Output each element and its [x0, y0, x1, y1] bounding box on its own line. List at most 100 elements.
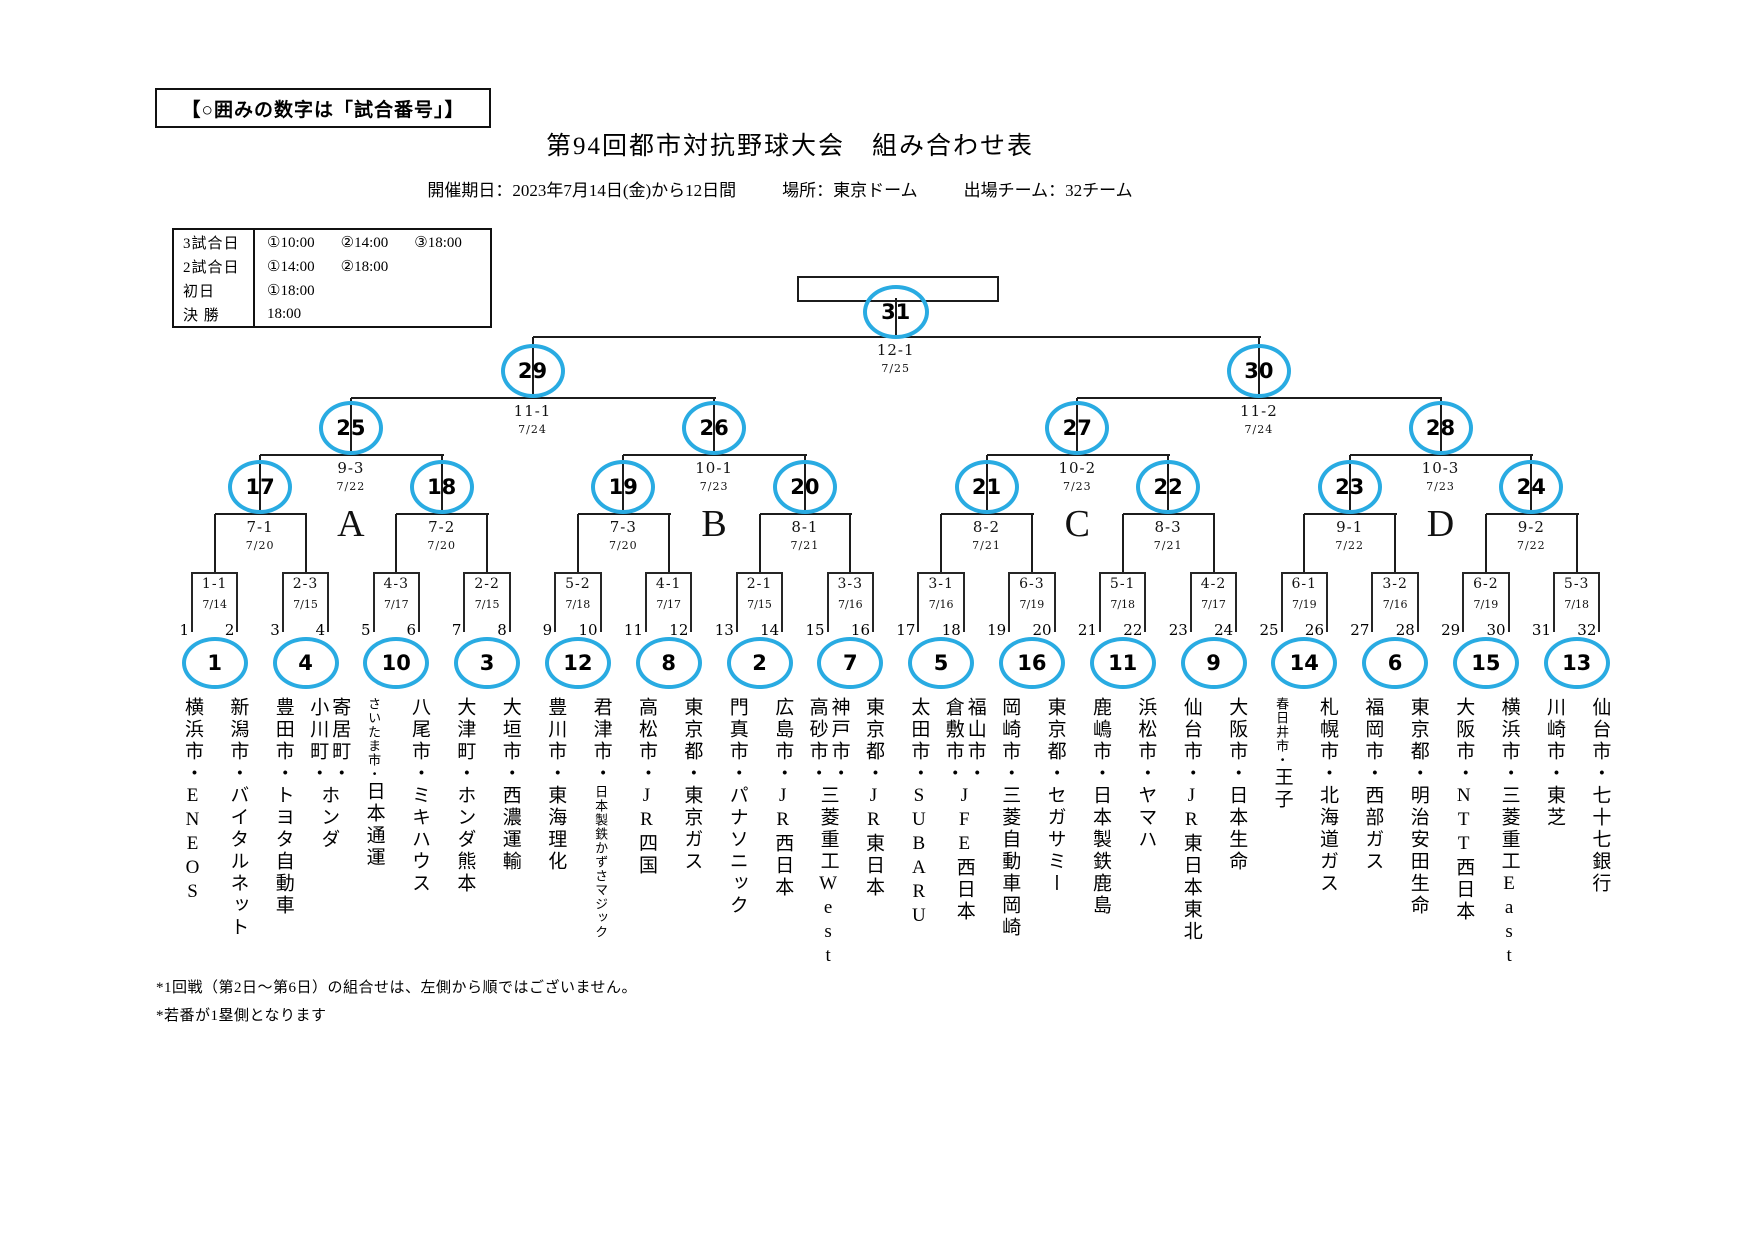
- team-company-name: 三菱自動車岡崎: [999, 785, 1021, 939]
- team-column-21: 鹿嶋市・日本製鉄鹿島: [1077, 697, 1123, 917]
- game-circle-14: 14: [1271, 637, 1338, 689]
- game-circle-13: 13: [1543, 637, 1610, 689]
- round1-slot-label: 2-3: [292, 576, 319, 592]
- team-number-28: 28: [1395, 621, 1415, 639]
- team-city: 仙台市・: [1180, 697, 1202, 785]
- team-city-name: 東京都・: [1407, 697, 1429, 785]
- team-city-name: 寄居町・: [329, 697, 351, 785]
- round1-slot-label: 1-1: [201, 576, 228, 592]
- team-city: 大阪市・: [1452, 697, 1474, 785]
- team-column-28: 東京都・明治安田生命: [1395, 697, 1441, 917]
- team-company-name: ホンダ熊本: [454, 785, 476, 895]
- round1-date-label: 7/16: [928, 598, 954, 611]
- quarterfinal-date-label: 7/23: [1062, 480, 1092, 493]
- team-company-name: 王子: [1271, 767, 1293, 811]
- schedule-row-times: 18:00: [253, 302, 490, 326]
- team-column-24: 大阪市・日本生命: [1213, 697, 1259, 873]
- footnote-firstbase-note: *若番が1塁側となります: [156, 1008, 327, 1024]
- schedule-row-label: 初日: [183, 283, 216, 300]
- team-column-23: 仙台市・JR東日本東北: [1168, 697, 1214, 943]
- pair-box: [1371, 572, 1419, 632]
- team-column-2: 新潟市・バイタルネット: [214, 697, 260, 939]
- game-circle-10: 10: [363, 637, 430, 689]
- team-city-name: 新潟市・: [227, 697, 249, 785]
- team-city-name: 岡崎市・: [999, 697, 1021, 785]
- team-city-name: 豊田市・: [272, 697, 294, 785]
- round1-slot-label: 6-3: [1019, 576, 1045, 592]
- team-city-name: 高松市・: [636, 697, 657, 785]
- team-column-29: 大阪市・NTT西日本: [1440, 697, 1486, 923]
- team-column-13: 門真市・パナソニック: [714, 697, 760, 917]
- round1-slot-label: 4-2: [1200, 576, 1227, 592]
- team-company-name: 北海道ガス: [1317, 785, 1338, 895]
- round2-slot-label: 7-3: [609, 518, 637, 536]
- schedule-row-label: 2試合日: [183, 259, 240, 276]
- game-circle-23: 23: [1317, 460, 1382, 514]
- round2-slot-label: 7-1: [246, 518, 274, 536]
- bracket-line: [214, 513, 308, 515]
- team-city: 横浜市・: [1498, 697, 1520, 785]
- game-circle-9: 9: [1180, 637, 1247, 689]
- schedule-row-label: 決 勝: [183, 307, 220, 324]
- team-number-27: 27: [1350, 621, 1370, 639]
- team-column-20: 東京都・セガサミー: [1032, 697, 1078, 895]
- team-company-name: JR西日本: [772, 785, 794, 899]
- round1-date-label: 7/14: [202, 598, 228, 611]
- team-city: 大津町・: [453, 697, 475, 785]
- pair-box: [645, 572, 693, 632]
- team-city: 福山市・倉敷市・: [942, 697, 986, 785]
- schedule-time: ②18:00: [340, 258, 389, 275]
- bracket-line: [986, 454, 1171, 456]
- team-column-26: 札幌市・北海道ガス: [1304, 697, 1350, 895]
- round1-date-label: 7/15: [293, 598, 318, 611]
- round1-slot-label: 5-3: [1563, 576, 1590, 592]
- final-slot-label: 12-1: [876, 341, 915, 359]
- team-city: 浜松市・: [1134, 697, 1156, 785]
- semifinal-slot-label: 11-2: [1240, 402, 1278, 420]
- bracket-line: [1303, 514, 1306, 572]
- team-city: 大阪市・: [1225, 697, 1247, 785]
- team-column-32: 仙台市・七十七銀行: [1576, 697, 1622, 895]
- bracket-line: [1575, 514, 1578, 572]
- bracket-line: [1485, 513, 1579, 515]
- bracket-line: [1349, 454, 1534, 456]
- bracket-line: [1030, 514, 1033, 572]
- team-city: 新潟市・: [226, 697, 248, 785]
- team-company-name: ホンダ: [318, 785, 340, 851]
- game-circle-25: 25: [318, 401, 383, 455]
- team-number-11: 11: [623, 621, 643, 639]
- team-company-name: 七十七銀行: [1589, 785, 1611, 895]
- team-column-19: 岡崎市・三菱自動車岡崎: [986, 697, 1032, 939]
- team-city-name: 福山市・: [964, 697, 986, 785]
- group-letter-A: A: [337, 503, 365, 545]
- team-company-name: JR東日本東北: [1180, 785, 1202, 943]
- team-city: 門真市・: [726, 697, 748, 785]
- team-number-19: 19: [987, 621, 1007, 639]
- round1-date-label: 7/18: [1564, 598, 1590, 611]
- team-company-name: NTT西日本: [1453, 785, 1475, 923]
- bracket-line: [576, 514, 579, 572]
- team-number-14: 14: [760, 621, 780, 639]
- team-number-10: 10: [578, 621, 598, 639]
- team-city: 東京都・: [1044, 697, 1066, 785]
- team-number-5: 5: [361, 621, 371, 639]
- pair-box: [554, 572, 602, 632]
- team-city: 神戸市・高砂市・: [806, 697, 850, 785]
- round1-date-label: 7/19: [1019, 598, 1045, 611]
- game-circle-2: 2: [726, 637, 793, 689]
- team-city: 東京都・: [1407, 697, 1429, 785]
- team-company-name: 西部ガス: [1362, 785, 1384, 873]
- round1-slot-label: 6-2: [1473, 576, 1499, 592]
- schedule-time: ③18:00: [414, 234, 462, 251]
- team-city: 寄居町・小川町・: [306, 697, 350, 785]
- round1-slot-label: 3-1: [928, 576, 954, 592]
- team-company-name: 三菱重工East: [1498, 785, 1520, 969]
- team-column-31: 川崎市・東芝: [1531, 697, 1577, 829]
- round1-date-label: 7/18: [565, 598, 591, 611]
- team-column-25: 春日井市・王子: [1259, 697, 1305, 811]
- team-city: 高松市・: [635, 697, 657, 785]
- pair-box: [1189, 572, 1238, 632]
- team-number-18: 18: [941, 621, 961, 639]
- game-circle-5: 5: [908, 637, 975, 689]
